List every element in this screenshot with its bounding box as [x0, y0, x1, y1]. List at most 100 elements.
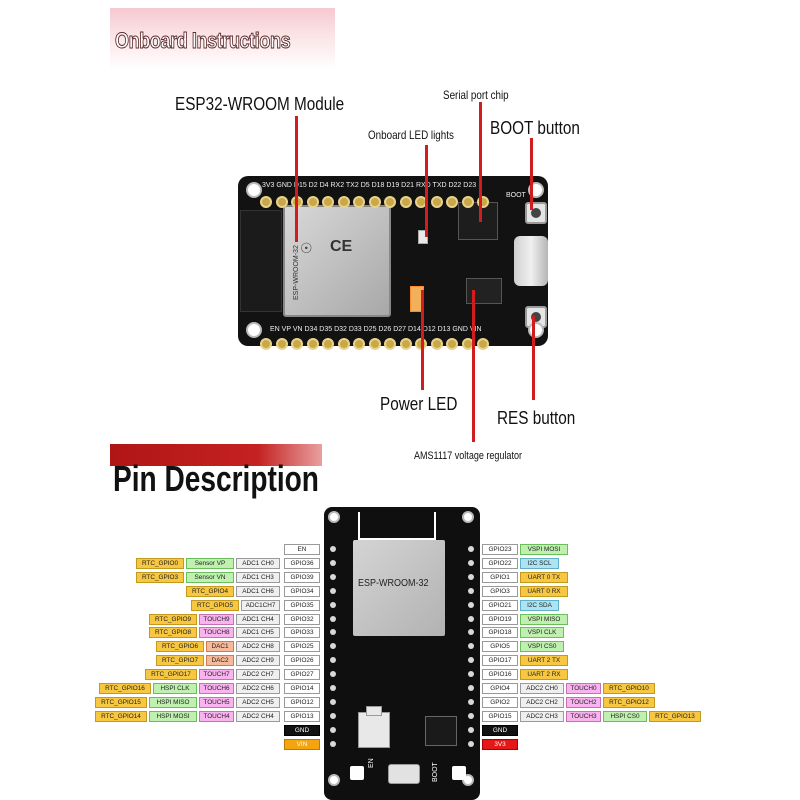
- title-banner-pins: [110, 444, 322, 466]
- pin-function-tag: RTC_GPIO8: [149, 627, 197, 639]
- pin-function-tag: VSPI CS0: [520, 641, 564, 653]
- boot-button-photo: [525, 202, 547, 224]
- module-label: ESP-WROOM-32: [358, 578, 429, 589]
- header-pin: [275, 338, 288, 350]
- pin-function-tag: TOUCH5: [199, 696, 234, 708]
- pin-function-tag: VSPI MOSI: [520, 544, 568, 555]
- pin-label-right: GPIO3: [482, 585, 518, 597]
- mount-hole: [328, 511, 340, 523]
- pin-function-tag: TOUCH6: [199, 683, 234, 694]
- pin-dot: [468, 587, 474, 594]
- pin-function-tag: ADC1CH7: [241, 599, 280, 611]
- pin-dot: [468, 601, 474, 608]
- pin-label-left: GPIO34: [284, 585, 320, 597]
- header-pin: [461, 196, 474, 208]
- pin-dot: [468, 740, 474, 747]
- pin-label-right: GPIO17: [482, 655, 518, 667]
- pin-function-tag: RTC_GPIO16: [99, 683, 151, 694]
- pin-dot: [468, 546, 474, 552]
- pin-function-tag: UART 0 TX: [520, 571, 568, 583]
- header-pin: [477, 338, 489, 350]
- usb-port-diagram: [388, 764, 420, 784]
- pin-dot: [468, 615, 474, 622]
- pin-dot: [468, 643, 474, 650]
- pin-function-tag: ADC2 CH0: [520, 683, 564, 694]
- pin-function-tag: RTC_GPIO12: [603, 696, 655, 708]
- pin-label-left: GPIO32: [284, 613, 320, 625]
- pin-function-tag: RTC_GPIO6: [156, 641, 204, 653]
- header-pin: [384, 196, 396, 208]
- pin-label-left: GPIO27: [284, 669, 320, 681]
- header-pin: [353, 338, 365, 350]
- pin-dot: [330, 671, 336, 678]
- pin-function-tag: ADC2 CH8: [236, 641, 280, 653]
- wifi-logo-icon: ☉: [300, 240, 313, 256]
- pin-dot: [330, 685, 336, 691]
- pin-dot: [330, 643, 336, 650]
- pin-label-right: GPIO1: [482, 571, 518, 583]
- pin-dot: [330, 698, 336, 705]
- pin-function-tag: ADC1 CH6: [236, 585, 280, 597]
- header-pin: [399, 338, 412, 350]
- pin-dot: [468, 559, 474, 566]
- pin-function-tag: ADC2 CH4: [236, 710, 280, 722]
- pin-dot: [468, 726, 474, 733]
- title-banner-onboard: [110, 8, 335, 70]
- header-pin: [322, 196, 334, 208]
- pin-function-tag: TOUCH0: [566, 683, 601, 694]
- pin-function-tag: TOUCH2: [566, 696, 601, 708]
- pin-function-tag: ADC2 CH7: [236, 669, 280, 681]
- mount-hole: [528, 322, 544, 338]
- pin-function-tag: TOUCH8: [199, 627, 234, 639]
- pin-label-left: GPIO25: [284, 641, 320, 653]
- callout-line-regulator: [472, 290, 475, 442]
- pin-label-left: GPIO14: [284, 683, 320, 694]
- antenna-area: [240, 210, 282, 312]
- pin-dot: [468, 698, 474, 705]
- pin-function-tag: TOUCH7: [199, 669, 234, 681]
- pin-dot: [330, 546, 336, 552]
- pin-label-right: GPIO21: [482, 599, 518, 611]
- pin-function-tag: DAC2: [206, 655, 234, 667]
- pin-dot: [330, 615, 336, 622]
- header-pin: [322, 338, 334, 350]
- pin-function-tag: TOUCH9: [199, 613, 234, 625]
- pin-label-right: 3V3: [482, 738, 518, 750]
- pin-function-tag: Sensor VN: [186, 571, 234, 583]
- pin-dot: [330, 740, 336, 747]
- header-pin: [260, 196, 272, 208]
- pin-function-tag: ADC2 CH3: [520, 710, 564, 722]
- header-pin: [430, 338, 443, 350]
- en-button-diagram: [350, 766, 364, 780]
- ce-mark-icon: CE: [330, 238, 353, 255]
- pin-function-tag: ADC1 CH3: [236, 571, 280, 583]
- pin-function-tag: RTC_GPIO10: [603, 683, 655, 694]
- mount-hole: [462, 511, 474, 523]
- pin-dot: [468, 685, 474, 691]
- pin-function-tag: UART 2 TX: [520, 655, 568, 667]
- header-pin: [275, 196, 288, 208]
- pin-label-right: GPIO19: [482, 613, 518, 625]
- pin-label-right: GPIO4: [482, 683, 518, 694]
- pin-function-tag: RTC_GPIO5: [191, 599, 239, 611]
- usb-chip-diagram: [425, 716, 457, 746]
- pin-function-tag: UART 0 RX: [520, 585, 568, 597]
- header-pin: [260, 338, 272, 350]
- header-pin: [384, 338, 396, 350]
- header-pin: [306, 338, 319, 350]
- pin-dot: [330, 726, 336, 733]
- pin-function-tag: ADC1 CH0: [236, 557, 280, 569]
- regulator-diagram: [358, 712, 390, 748]
- pcb-antenna: [358, 512, 436, 540]
- pin-function-tag: RTC_GPIO17: [145, 669, 197, 681]
- pin-label-right: GND: [482, 724, 518, 736]
- pin-function-tag: HSPI CS0: [603, 710, 647, 722]
- callout-line-module: [295, 116, 298, 242]
- boot-silk: BOOT: [506, 192, 526, 199]
- callout-line-boot: [530, 138, 533, 210]
- pin-label-left: GPIO36: [284, 557, 320, 569]
- label-regulator: AMS1117 voltage regulator: [414, 450, 522, 462]
- pin-function-tag: RTC_GPIO14: [95, 710, 147, 722]
- pin-label-left: GPIO35: [284, 599, 320, 611]
- pin-label-right: GPIO16: [482, 669, 518, 681]
